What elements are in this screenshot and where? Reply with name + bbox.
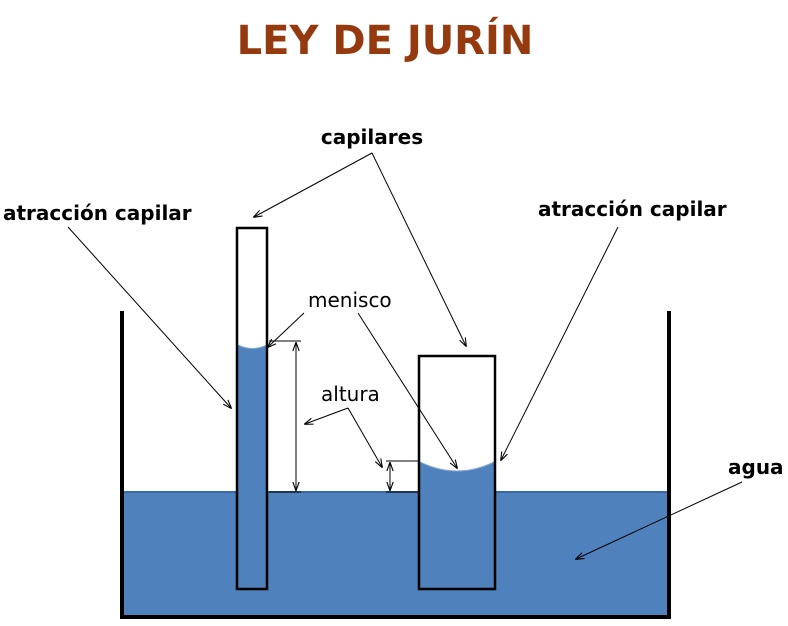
left-meniscus-line <box>237 344 268 349</box>
label-menisco: menisco <box>308 288 392 312</box>
arrow-altura-right <box>347 407 382 467</box>
label-atraccion-capilar-right: atracción capilar <box>538 197 727 221</box>
arrow-atraccion-right <box>501 226 619 460</box>
arrow-agua <box>576 481 743 559</box>
label-agua: agua <box>728 455 784 479</box>
right-tube-water <box>420 462 494 589</box>
right-capillary-tube <box>417 354 497 591</box>
arrow-capilares-right-tube <box>371 152 466 346</box>
label-altura: altura <box>321 382 380 406</box>
diagram-title: LEY DE JURÍN <box>237 16 534 64</box>
left-capillary-tube <box>235 226 269 591</box>
arrow-capilares-left-tube <box>254 152 373 217</box>
left-tube-water <box>238 345 267 589</box>
arrow-menisco-left <box>268 312 305 347</box>
arrow-menisco-right <box>357 312 457 468</box>
label-capilares: capilares <box>321 125 423 149</box>
container-walls <box>120 311 671 619</box>
water-body <box>124 491 667 615</box>
left-meniscus <box>238 342 267 349</box>
arrow-altura-left <box>305 407 349 424</box>
label-atraccion-capilar-left: atracción capilar <box>3 201 192 225</box>
right-meniscus-line <box>419 461 495 472</box>
arrow-atraccion-left <box>67 226 231 408</box>
